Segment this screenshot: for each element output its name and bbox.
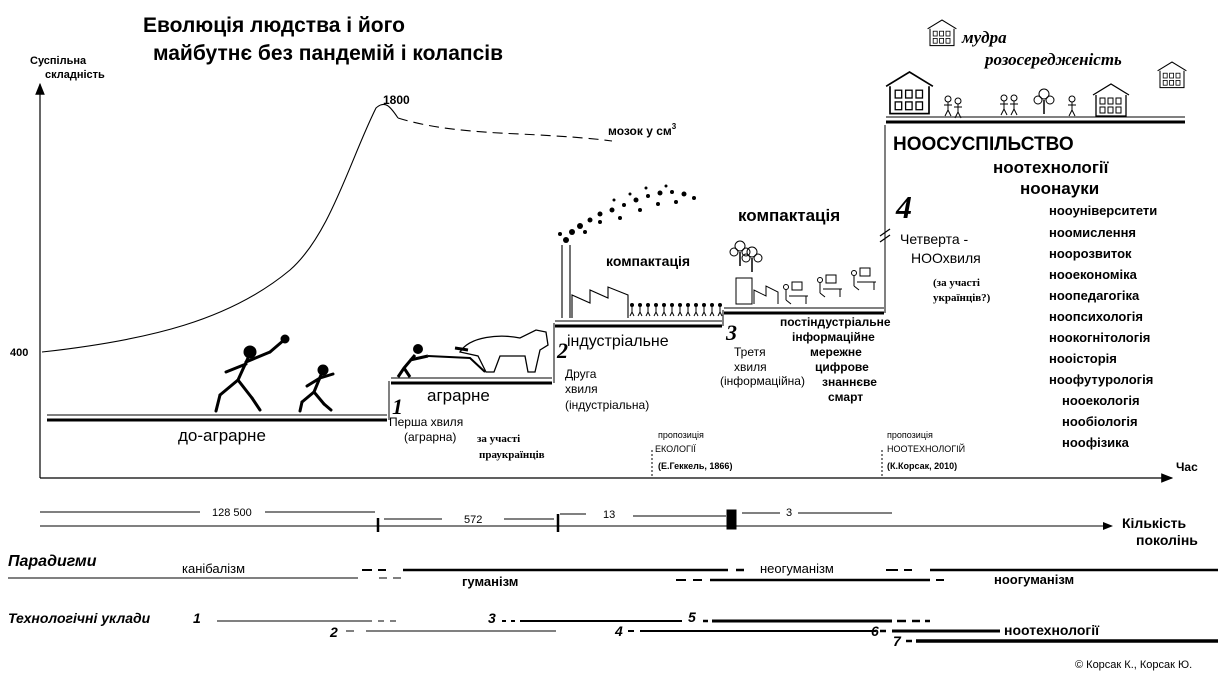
svg-text:постіндустріальне: постіндустріальне [780,315,891,329]
wave-2-line-2: хвиля [565,382,598,396]
wise-dispersal-line-2: розосередженість [983,50,1122,69]
compaction-label-1: компактація [606,253,690,269]
generations-value-1: 128 500 [212,507,252,519]
tech-order-2: 2 [329,624,338,640]
plough-ox-icon [396,329,549,378]
svg-text:інформаційне: інформаційне [792,330,875,344]
wave-1-note-line-1: за участі [477,433,520,445]
wave-3-line-3: (інформаційна) [720,374,805,388]
wave-2-line-3: (індустріальна) [565,398,649,412]
svg-text:нооекономіка: нооекономіка [1049,267,1138,282]
wave-1-line-1: Перша хвиля [389,415,463,429]
stage-staircase [47,116,1185,422]
brain-curve-dashed [397,117,613,142]
wave-1-number: 1 [392,394,403,419]
paradigm-noohumanism: ноогуманізм [994,572,1074,587]
wave-4-line-1: Четверта - [900,231,969,247]
wave-4-line-2: НООхвиля [911,250,981,266]
svg-text:знаннєве: знаннєве [822,375,877,389]
svg-text:нооісторія: нооісторія [1049,351,1117,366]
svg-text:ноопедагогіка: ноопедагогіка [1049,288,1140,303]
noo-society-label: НООСУСПІЛЬСТВО [893,134,1074,155]
paradigm-neohumanism: неогуманізм [760,561,834,576]
brain-label: мозок у см3 [608,122,677,138]
svg-text:ноофізика: ноофізика [1062,435,1130,450]
generations-label-1: Кількість [1122,515,1186,531]
paradigm-humanism: гуманізм [462,574,518,589]
noo-list: нооуніверситети ноомислення ноорозвиток … [1049,203,1157,450]
generations-value-3: 13 [603,509,615,521]
svg-text:мережне: мережне [810,345,862,359]
office-icon [729,240,877,305]
wave-4-note-line-2: українців?) [933,292,991,304]
tech-order-3: 3 [488,610,496,626]
proposal-nootech-line-3: (К.Корсак, 2010) [887,461,957,471]
svg-text:цифрове: цифрове [815,360,869,374]
svg-text:ноокогнітологія: ноокогнітологія [1049,330,1150,345]
wave-3-line-2: хвиля [734,360,767,374]
tech-order-6: 6 [871,623,879,639]
title-line-2: майбутнє без пандемій і колапсів [153,42,503,65]
paradigms-heading: Парадигми [8,553,97,570]
stage-industrial-label: індустріальне [567,333,669,350]
proposal-nootech-line-2: НООТЕХНОЛОГІЙ [887,443,965,454]
svg-text:ноопсихологія: ноопсихологія [1049,309,1143,324]
factory-icon [561,245,629,318]
svg-text:нооуніверситети: нооуніверситети [1049,203,1157,218]
tech-order-4: 4 [614,623,623,639]
noo-science-label: ноонауки [1020,179,1099,198]
svg-text:ноорозвиток: ноорозвиток [1049,246,1132,261]
wave-2-line-1: Друга [565,367,597,381]
brain-curve-solid [41,103,399,353]
paradigm-cannibalism: канібалізм [182,561,245,576]
tech-order-nootech: ноотехнології [1004,622,1100,638]
svg-text:смарт: смарт [828,390,863,404]
copyright: © Корсак К., Корсак Ю. [1075,659,1192,671]
y-axis-label-2: складність [45,69,105,81]
stage-preagrarian-label: до-аграрне [178,426,266,445]
generations-label-2: поколінь [1136,532,1198,548]
postindustrial-labels: постіндустріальне інформаційне мережне ц… [780,315,891,404]
generations-scale [40,509,1113,532]
svg-text:ноофутурологія: ноофутурологія [1049,372,1153,387]
tech-orders-heading: Технологічні уклади [8,610,151,626]
workers-icon [629,302,723,317]
noo-tech-label: ноотехнології [993,158,1110,177]
compaction-label-2: компактація [738,206,840,225]
x-axis-label: Час [1176,460,1198,474]
smoke-icon [558,184,696,243]
stage-agrarian-label: аграрне [427,386,490,405]
svg-text:ноомислення: ноомислення [1049,225,1136,240]
wave-1-line-2: (аграрна) [404,430,456,444]
proposal-ecology-line-2: ЕКОЛОГІЇ [655,444,696,454]
svg-text:нообіологія: нообіологія [1062,414,1138,429]
svg-text:нооекологія: нооекологія [1062,393,1140,408]
generations-value-4: 3 [786,507,792,519]
paradigm-lines [8,568,1218,582]
y-axis-label-1: Суспільна [30,55,87,67]
wave-1-note-line-2: праукраїнців [479,449,545,461]
wave-3-line-1: Третя [734,345,766,359]
tech-order-lines [217,619,1218,643]
title-line-1: Еволюція людства і його [143,14,405,37]
proposal-nootech-line-1: пропозиція [887,430,933,440]
generations-value-2: 572 [464,514,482,526]
wave-4-number: 4 [895,189,912,225]
city-icon [885,19,1187,119]
proposal-ecology-line-3: (Е.Геккель, 1866) [658,461,732,471]
wave-3-number: 3 [725,320,737,345]
tech-order-7: 7 [893,633,902,649]
wise-dispersal-line-1: мудра [961,28,1007,47]
tech-order-1: 1 [193,610,201,626]
wave-4-note-line-1: (за участі [933,277,980,289]
tech-order-5: 5 [688,609,696,625]
y-tick-400: 400 [10,347,28,359]
running-figures-icon [214,334,335,413]
wave-2-number: 2 [556,338,568,363]
proposal-ecology-line-1: пропозиція [658,430,704,440]
brain-peak-label: 1800 [383,93,410,107]
